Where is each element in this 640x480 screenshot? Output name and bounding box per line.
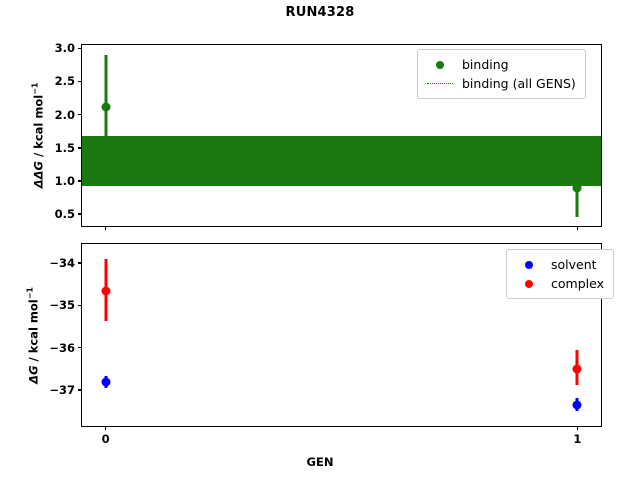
y-axis-tick-label: −34	[49, 256, 75, 271]
x-axis-tick	[104, 226, 107, 230]
y-axis-tick-label: 1.0	[54, 173, 75, 188]
y-axis-tick-label: 3.0	[54, 41, 75, 56]
legend-label-solvent: solvent	[551, 257, 597, 272]
legend-item-solvent[interactable]: solvent	[514, 255, 604, 274]
binding-marker-icon	[425, 60, 455, 69]
data-point-complex[interactable]	[101, 286, 111, 296]
legend-label-binding: binding	[462, 57, 509, 72]
binding-all-gens-line-icon	[425, 83, 455, 84]
legend-label-complex: complex	[551, 276, 604, 291]
y-axis-tick	[78, 262, 82, 264]
bottom-ylabel-exponent: −1	[25, 286, 35, 300]
legend-label-binding-all-gens: binding (all GENS)	[462, 76, 576, 91]
data-point-solvent[interactable]	[101, 377, 111, 387]
top-ylabel-symbol: ΔΔG	[31, 161, 46, 189]
top-panel-legend[interactable]: binding binding (all GENS)	[417, 49, 586, 99]
figure-title: RUN4328	[285, 5, 355, 20]
bottom-ylabel-symbol: ΔG	[26, 365, 41, 384]
x-axis-tick	[104, 426, 107, 430]
x-axis-tick-label: 0	[101, 432, 110, 446]
y-axis-tick	[78, 304, 82, 307]
y-axis-tick	[78, 146, 82, 149]
y-axis-tick	[78, 80, 82, 83]
x-axis-tick-label: 1	[573, 432, 582, 446]
legend-item-binding[interactable]: binding	[425, 55, 576, 74]
y-axis-tick-label: 2.0	[54, 107, 75, 122]
data-point-binding[interactable]	[572, 183, 582, 193]
top-panel-y-axis-label: ΔΔG / kcal mol−1	[31, 70, 46, 200]
bottom-panel-y-axis-label: ΔG / kcal mol−1	[26, 270, 41, 400]
y-axis-tick-label: 2.5	[54, 74, 75, 89]
data-point-complex[interactable]	[572, 364, 582, 374]
bottom-panel-plot-area	[82, 244, 601, 426]
legend-item-complex[interactable]: complex	[514, 274, 604, 293]
y-axis-tick-label: 0.5	[54, 207, 75, 222]
top-panel-plot-area	[82, 45, 601, 226]
y-axis-tick	[78, 346, 82, 349]
data-point-solvent[interactable]	[572, 400, 582, 410]
top-ylabel-exponent: −1	[30, 82, 40, 95]
binding-all-gens-band	[82, 135, 601, 187]
x-axis-tick	[576, 426, 579, 430]
y-axis-tick	[78, 47, 82, 50]
top-ylabel-unit: / kcal mol	[31, 94, 46, 162]
error-bar	[575, 135, 579, 218]
data-point-binding[interactable]	[101, 102, 111, 112]
bottom-ylabel-unit: / kcal mol	[26, 299, 41, 366]
y-axis-tick	[78, 213, 82, 215]
x-axis-label: GEN	[306, 455, 334, 469]
y-axis-tick-label: −35	[49, 298, 75, 313]
y-axis-tick	[78, 113, 82, 116]
complex-marker-icon	[514, 279, 544, 288]
y-axis-tick-label: −37	[49, 383, 75, 398]
y-axis-tick-label: −36	[49, 340, 75, 355]
y-axis-tick	[78, 180, 82, 182]
legend-item-binding-all-gens[interactable]: binding (all GENS)	[425, 74, 576, 93]
y-axis-tick-label: 1.5	[54, 140, 75, 155]
y-axis-tick	[78, 389, 82, 391]
bottom-panel-legend[interactable]: solvent complex	[506, 249, 614, 299]
solvent-marker-icon	[514, 260, 544, 269]
x-axis-tick	[576, 226, 579, 230]
